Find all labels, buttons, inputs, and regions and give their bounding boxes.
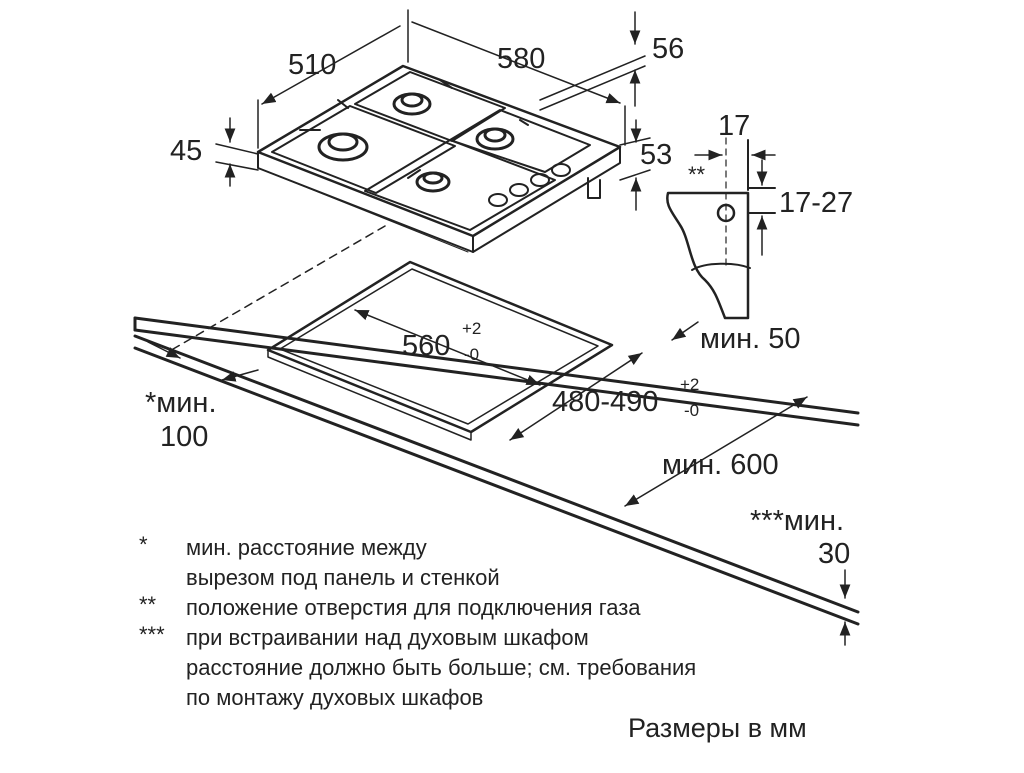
dim-label-510: 510 [288,49,336,81]
projection-line [167,225,386,353]
footnote-3-mark: *** [139,622,165,647]
footnote-2-line1: положение отверстия для подключения газа [186,595,641,620]
cutout-width-tol-minus: -0 [464,345,479,364]
dim-label-min-side-line1: *мин. [145,387,217,419]
hob [256,64,622,253]
footnote-1-line1: мин. расстояние между [186,535,427,560]
footnotes: * мин. расстояние между вырезом под пане… [139,532,696,710]
dim-label-56: 56 [652,33,684,65]
side-detail [666,115,776,320]
dim-label-min-oven-line2: 30 [818,538,850,570]
dim-label-min-oven-line1: ***мин. [750,505,844,537]
cutout-depth-value: 480-490 [552,386,658,418]
dimension-lines [147,9,851,646]
worktop-cutout [266,260,614,441]
dim-label-480-490: 480-490 +2 -0 [552,375,699,420]
footnote-1-line2: вырезом под панель и стенкой [186,565,500,590]
dim-label-560: 560 +2 -0 [402,319,481,364]
footnote-3-line2: расстояние должно быть больше; см. требо… [186,655,696,680]
dim-label-min-side-line2: 100 [160,421,208,453]
cutout-depth-tol-minus: -0 [684,401,699,420]
dim-label-53: 53 [640,139,672,171]
dim-label-580: 580 [497,43,545,75]
footnote-2-mark: ** [139,592,157,617]
dim-label-gas-mark: ** [688,162,706,187]
cutout-width-value: 560 [402,330,450,362]
footnote-1-mark: * [139,532,148,557]
cutout-depth-tol-plus: +2 [680,375,699,394]
dim-label-17: 17 [718,110,750,142]
dim-label-min-50: мин. 50 [700,323,801,355]
cutout-width-tol-plus: +2 [462,319,481,338]
footnote-3-line1: при встраивании над духовым шкафом [186,625,589,650]
dim-label-17-27: 17-27 [779,187,853,219]
footnote-3-line3: по монтажу духовых шкафов [186,685,483,710]
units-label: Размеры в мм [628,713,807,743]
dim-label-min-600: мин. 600 [662,449,779,481]
dim-label-45: 45 [170,135,202,167]
